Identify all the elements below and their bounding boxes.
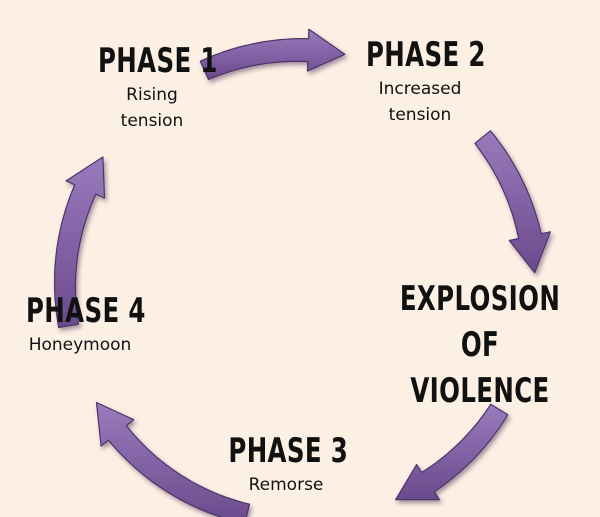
phase-1-label: PHASE 1 Rising tension [77,40,227,134]
explosion-label: EXPLOSION OF VIOLENCE [365,276,595,414]
phase-2-subtitle: Increased tension [378,79,462,125]
phase-3-title: PHASE 3 [228,431,349,471]
phase-4-label: PHASE 4 Honeymoon [5,290,155,358]
explosion-title: EXPLOSION OF VIOLENCE [399,279,561,411]
arrow-explosion-to-phase3 [395,403,509,501]
phase-3-label: PHASE 3 Remorse [206,430,366,498]
arrow-phase2-to-explosion [474,130,551,274]
phase-4-title: PHASE 4 [25,291,146,331]
phase-3-subtitle: Remorse [248,475,324,495]
phase-1-subtitle: Rising tension [120,85,184,131]
phase-1-title: PHASE 1 [98,41,218,81]
phase-4-subtitle: Honeymoon [28,335,132,355]
phase-2-label: PHASE 2 Increased tension [345,34,495,128]
arrow-phase3-to-phase4 [95,401,250,517]
arrow-phase1-to-phase2 [199,28,346,81]
arrow-phase4-to-phase1 [54,156,106,329]
phase-2-title: PHASE 2 [366,35,486,75]
